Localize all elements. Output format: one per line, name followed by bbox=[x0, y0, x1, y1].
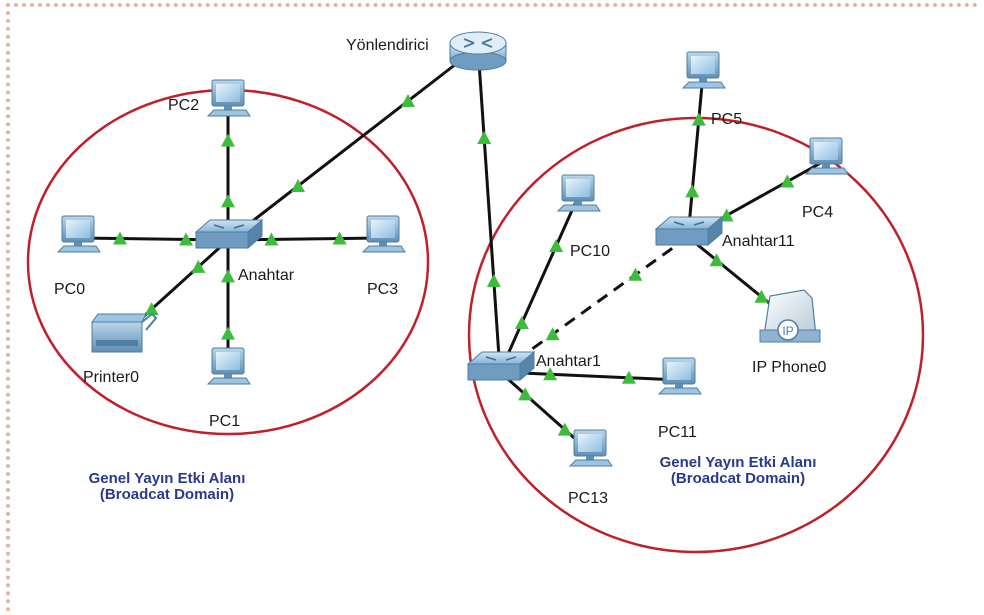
link-indicator bbox=[221, 326, 235, 340]
pc-icon-pc3[interactable] bbox=[361, 215, 406, 253]
ip-badge: IP bbox=[782, 324, 793, 338]
link-indicator bbox=[557, 422, 572, 436]
ip-phone-icon[interactable]: IP bbox=[759, 289, 821, 343]
dotted-frame bbox=[6, 3, 978, 612]
link-indicator bbox=[179, 232, 193, 246]
link-indicator bbox=[144, 302, 159, 316]
switch11-label: Anahtar11 bbox=[722, 233, 795, 250]
pc11-label: PC11 bbox=[658, 424, 697, 441]
link-indicator bbox=[477, 131, 492, 144]
link-indicator bbox=[545, 327, 560, 341]
link-indicator bbox=[754, 289, 769, 303]
link-indicator bbox=[221, 269, 235, 283]
link-indicator bbox=[549, 239, 564, 252]
link-indicator bbox=[621, 370, 636, 384]
link-indicator bbox=[628, 267, 643, 281]
pc4-label: PC4 bbox=[802, 204, 834, 221]
link-indicator bbox=[332, 231, 347, 245]
broadcast-domain-label-right: Genel Yayın Etki Alanı (Broadcat Domain) bbox=[638, 455, 838, 487]
link-indicator bbox=[291, 178, 305, 192]
link-indicator bbox=[709, 253, 724, 267]
link-indicator bbox=[191, 259, 206, 273]
domain-line2: (Broadcat Domain) bbox=[670, 470, 806, 487]
domain-line1: Genel Yayın Etki Alanı bbox=[88, 470, 246, 487]
router-icon[interactable] bbox=[449, 31, 507, 71]
link-indicator bbox=[514, 316, 529, 329]
link-indicator bbox=[685, 184, 700, 198]
pc5-label: PC5 bbox=[711, 111, 743, 128]
pc-icon-pc13[interactable] bbox=[568, 429, 613, 467]
pc1-label: PC1 bbox=[209, 413, 241, 430]
pc2-label: PC2 bbox=[168, 97, 200, 114]
printer-icon[interactable] bbox=[91, 312, 158, 353]
pc-icon-pc5[interactable] bbox=[681, 51, 726, 89]
link-indicator bbox=[719, 208, 734, 222]
domain-line2: (Broadcat Domain) bbox=[99, 486, 235, 503]
pc-icon-pc11[interactable] bbox=[657, 357, 702, 395]
link-switch11-pc5 bbox=[686, 73, 705, 238]
switch1-label: Anahtar1 bbox=[536, 353, 601, 370]
link-indicator bbox=[691, 112, 706, 126]
pc3-label: PC3 bbox=[367, 281, 399, 298]
pc-icon-pc4[interactable] bbox=[804, 137, 849, 175]
link-indicator bbox=[221, 133, 235, 147]
switch0-label: Anahtar bbox=[238, 267, 295, 284]
link-indicator bbox=[486, 274, 501, 287]
link-indicator bbox=[543, 367, 558, 381]
link-indicator bbox=[221, 194, 235, 208]
link-indicator bbox=[113, 231, 127, 245]
switch-icon[interactable] bbox=[466, 350, 536, 382]
link-indicator bbox=[780, 174, 795, 188]
link-router-switch0 bbox=[227, 45, 479, 242]
pc13-label: PC13 bbox=[568, 490, 609, 507]
link-indicator bbox=[264, 232, 279, 246]
pc-icon-pc1[interactable] bbox=[206, 347, 251, 385]
pc10-label: PC10 bbox=[570, 243, 611, 260]
link-switch1-pc11 bbox=[499, 370, 680, 382]
switch-icon[interactable] bbox=[654, 215, 724, 247]
pc-icon-pc10[interactable] bbox=[556, 174, 601, 212]
link-switch1-pc10 bbox=[498, 196, 580, 373]
broadcast-domain-label-left: Genel Yayın Etki Alanı (Broadcat Domain) bbox=[67, 471, 267, 503]
router-label: Yönlendirici bbox=[346, 37, 429, 54]
link-indicator bbox=[518, 387, 533, 401]
link-router-switch1 bbox=[476, 46, 502, 373]
ipphone0-label: IP Phone0 bbox=[752, 359, 827, 376]
pc-icon-pc2[interactable] bbox=[206, 79, 251, 117]
link-indicator bbox=[401, 94, 415, 108]
domain-line1: Genel Yayın Etki Alanı bbox=[659, 454, 817, 471]
printer0-label: Printer0 bbox=[83, 369, 140, 386]
pc-icon-pc0[interactable] bbox=[56, 215, 101, 253]
switch-icon[interactable] bbox=[194, 218, 264, 250]
pc0-label: PC0 bbox=[54, 281, 86, 298]
